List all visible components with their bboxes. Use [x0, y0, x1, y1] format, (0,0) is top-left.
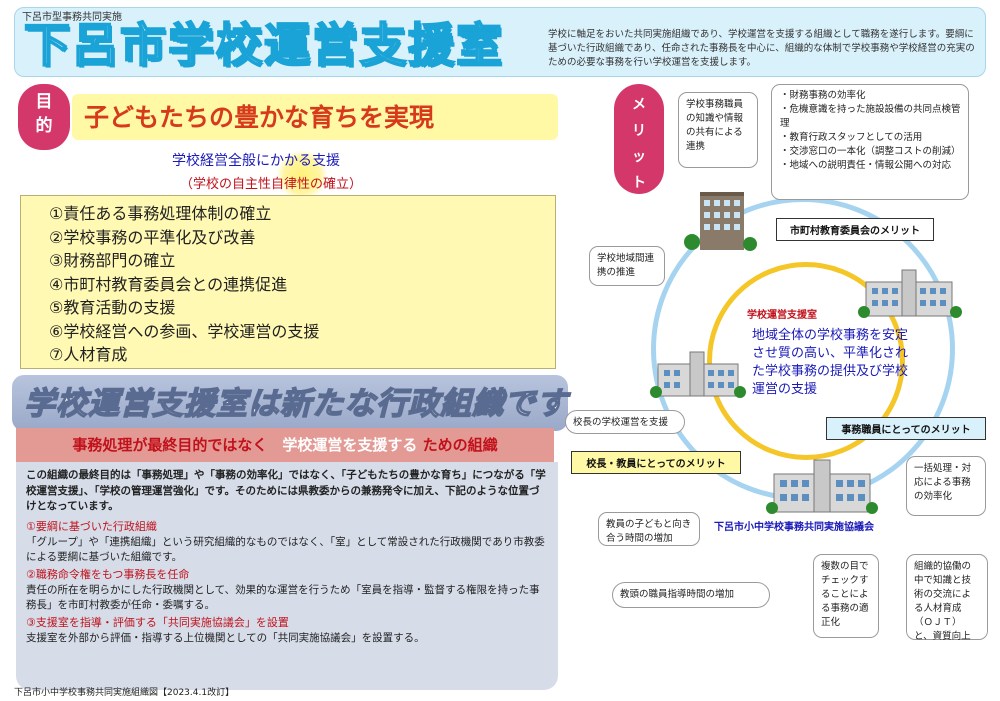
- point-1-title: ①要綱に基づいた行政組織: [26, 519, 157, 533]
- board-building-icon: [684, 192, 757, 251]
- bubble-training: 組織的協働の中で知識と技術の交流による人材育成（ＯＪＴ）と、資質向上: [906, 554, 988, 642]
- bubble-vice-principal: 教頭の職員指導時間の増加: [612, 582, 770, 608]
- bubble-principal-support: 校長の学校運営を支援: [565, 410, 685, 434]
- list-item: ⑤教育活動の支援: [49, 298, 176, 317]
- support-heading: 学校経営全般にかかる支援: [172, 153, 340, 169]
- header-description: 学校に軸足をおいた共同実施組織であり、学校運営を支援する組織として職務を遂行しま…: [548, 29, 975, 68]
- page-title: 下呂市学校運営支援室: [23, 18, 504, 72]
- board-merit-item: ・交渉窓口の一本化（調整コストの削減）: [780, 146, 961, 157]
- board-merit-item: ・教育行政スタッフとしての活用: [780, 132, 923, 143]
- highlight-spot: [276, 151, 328, 199]
- header-subtitle: 下呂市型事務共同実施: [22, 12, 122, 23]
- footer-note: 下呂市小中学校事務共同実施組織図【2023.4.1改訂】: [14, 688, 235, 698]
- school-building-icon: [858, 269, 962, 318]
- list-item: ②学校事務の平準化及び改善: [49, 227, 256, 247]
- point-2-title: ②職務命令権をもつ事務長を任命: [26, 567, 190, 581]
- board-merit-item: ・財務事務の効率化: [780, 90, 866, 101]
- point-3-title: ③支援室を指導・評価する「共同実施協議会」を設置: [26, 615, 289, 629]
- center-text: 地域全体の学校事務を安定させ質の高い、平準化された学校事務の提供及び学校運営の支…: [752, 328, 909, 397]
- purpose-list: ①責任ある事務処理体制の確立 ②学校事務の平準化及び改善 ③財務部門の確立 ④市…: [20, 195, 556, 369]
- org-subbanner: 事務処理が最終目的ではなく 学校運営を支援する ための組織: [16, 428, 554, 462]
- purpose-label: 目的: [18, 84, 70, 150]
- teacher-merit-tag: 校長・教員にとってのメリット: [571, 451, 741, 474]
- board-merit-item: ・地域への説明責任・情報公開への対応: [780, 160, 952, 171]
- bubble-staff-sharing: 学校事務職員の知識や情報の共有による連携: [678, 92, 758, 168]
- purpose-label-text: 目的: [35, 92, 53, 136]
- support-subheading: （学校の自主性自律性の確立）: [180, 177, 363, 192]
- org-intro: この組織の最終目的は「事務処理」や「事務の効率化」ではなく、「子どもたちの豊かな…: [26, 469, 546, 512]
- inner-ring: [707, 262, 905, 460]
- org-banner: 学校運営支援室は新たな行政組織です: [12, 375, 568, 431]
- merit-label: メリット: [614, 84, 664, 194]
- board-merit-item: ・危機意識を持った施設設備の共同点検管理: [780, 104, 961, 129]
- bubble-double-check: 複数の目でチェックすることによる事務の適正化: [813, 554, 879, 638]
- header-panel: [14, 7, 986, 77]
- sub-b: 学校運営を支援する: [282, 436, 418, 454]
- bubble-board-merits: ・財務事務の効率化 ・危機意識を持った施設設備の共同点検管理 ・教育行政スタッフ…: [771, 84, 969, 200]
- council-label: 下呂市小中学校事務共同実施協議会: [714, 522, 874, 533]
- point-1-text: 「グループ」や「連携組織」という研究組織的なものではなく、「室」として常設された…: [26, 535, 545, 564]
- clerk-merit-tag: 事務職員にとってのメリット: [826, 417, 986, 440]
- merit-label-text: メリット: [632, 97, 646, 191]
- list-item: ⑦人材育成: [49, 345, 128, 364]
- center-title: 学校運営支援室: [747, 310, 817, 321]
- board-merit-tag: 市町村教育委員会のメリット: [776, 218, 934, 241]
- bubble-teacher-time: 教員の子どもと向き合う時間の増加: [598, 512, 700, 546]
- school-building-icon: [766, 459, 878, 514]
- org-subbanner-text: 事務処理が最終目的ではなく 学校運営を支援する ための組織: [16, 428, 554, 462]
- list-item: ③財務部門の確立: [49, 251, 176, 270]
- list-item: ①責任ある事務処理体制の確立: [49, 204, 272, 223]
- bubble-region-link: 学校地域間連携の推進: [589, 246, 665, 286]
- point-2-text: 責任の所在を明らかにした行政機関として、効果的な運営を行うため「室員を指導・監督…: [26, 583, 540, 612]
- sub-c: ための組織: [422, 436, 498, 454]
- list-item: ④市町村教育委員会との連携促進: [49, 274, 288, 294]
- sub-a: 事務処理が最終目的ではなく: [72, 436, 268, 454]
- org-banner-text: 学校運営支援室は新たな行政組織です: [23, 385, 568, 423]
- school-building-icon: [650, 351, 746, 398]
- list-item: ⑥学校経営への参画、学校運営の支援: [49, 321, 320, 341]
- goal-banner: 子どもたちの豊かな育ちを実現: [72, 94, 558, 140]
- bubble-batch-processing: 一括処理・対応による事務の効率化: [906, 456, 986, 516]
- org-panel: この組織の最終目的は「事務処理」や「事務の効率化」ではなく、「子どもたちの豊かな…: [16, 462, 558, 690]
- point-3-text: 支援室を外部から評価・指導する上位機関としての「共同実施協議会」を設置する。: [26, 631, 425, 644]
